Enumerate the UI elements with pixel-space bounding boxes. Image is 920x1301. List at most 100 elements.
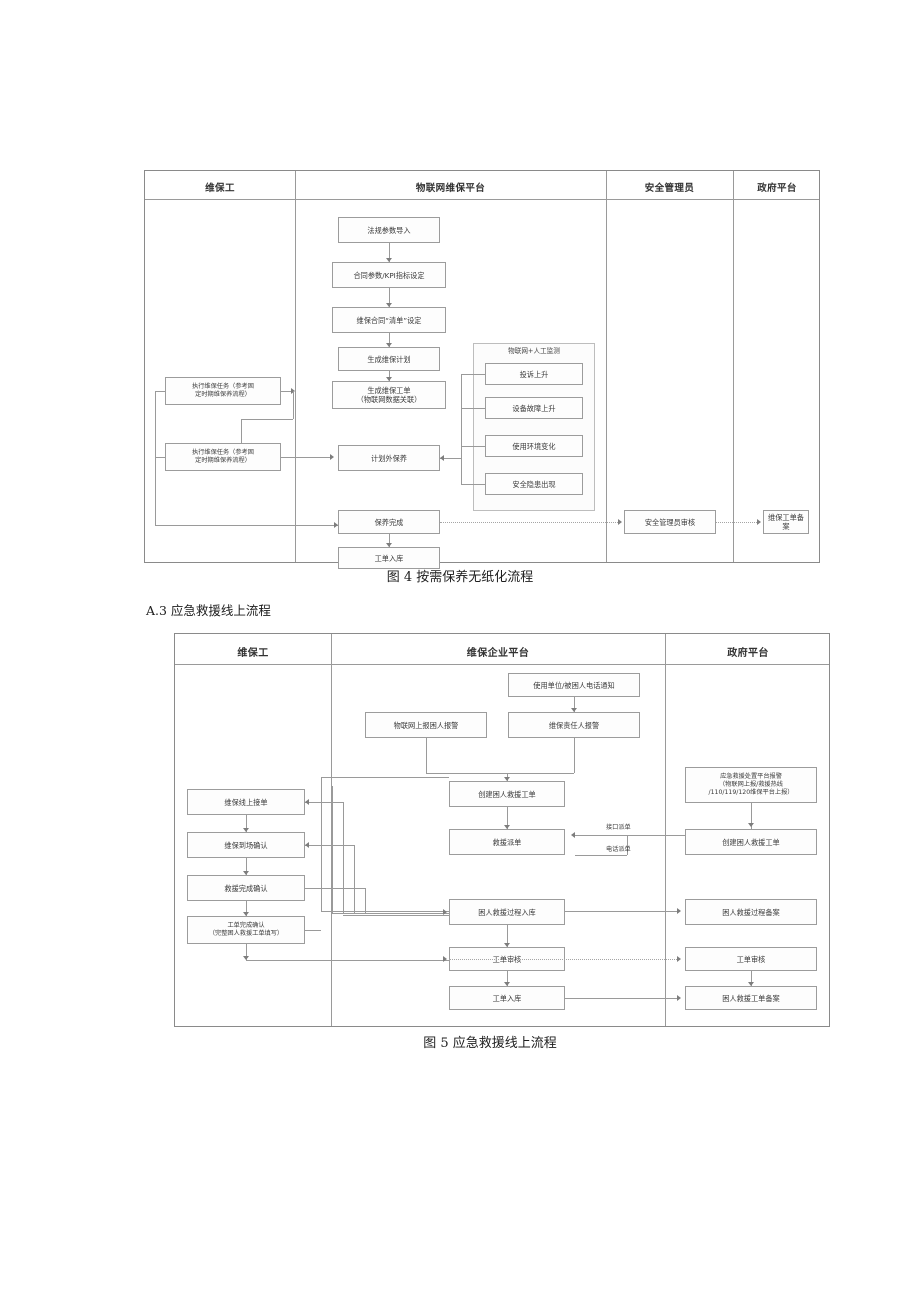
figure4-node-contract-checklist: 维保合同“清单”设定 <box>332 307 446 333</box>
figure4-arrow-n3-n4 <box>386 343 392 347</box>
figure4-complete-to-admin <box>440 522 620 523</box>
figure4-arrow-n1-n2 <box>386 258 392 262</box>
figure5-arrow-create-dispatch <box>504 825 510 829</box>
figure5-arrow-to-create <box>504 777 510 781</box>
figure4-arrow-complete-to-admin <box>618 519 622 525</box>
figure5-rail-rescue-out <box>305 888 365 889</box>
figure5-dispatch-rail-d <box>354 845 355 913</box>
figure4-connector-n7-n8 <box>389 534 390 547</box>
figure4-node-workorder-filing: 维保工单备案 <box>763 510 809 534</box>
figure4-lane-title-3: 政府平台 <box>757 183 797 194</box>
figure4-node-generate-workorder: 生成维保工单 （物联网数据关联） <box>332 381 446 409</box>
figure5-node-person-alarm: 维保责任人报警 <box>508 712 640 738</box>
figure4-arrow-n4-n5 <box>386 377 392 381</box>
figure5-rail-finish-out <box>305 930 321 931</box>
figure4-connector-n2-n3 <box>389 288 390 307</box>
figure4-left-rail-to-complete <box>155 525 338 526</box>
figure4-lane-divider-2 <box>606 171 607 562</box>
figure5-connector-arrive-rescue <box>246 858 247 875</box>
figure4-header-rule <box>145 199 819 200</box>
figure5-lane-title-0: 维保工 <box>237 648 269 659</box>
figure5-lane-divider-1 <box>331 634 332 1026</box>
figure4-group-to-unplanned <box>440 458 461 459</box>
figure5-connector-create-dispatch <box>507 807 508 829</box>
figure5-arrow-into-audit <box>443 956 447 962</box>
figure4-node-execute-task-1: 执行维保任务（参考固 定时期维保养流程） <box>165 377 281 405</box>
figure5-node-accept-order: 维保线上接单 <box>187 789 305 815</box>
figure5-connector-iot-down <box>426 738 427 773</box>
figure5-node-rescue-process: 困人救援过程入库 <box>449 899 565 925</box>
figure5-dispatch-rail-c <box>343 802 344 913</box>
figure5-arrow-process-audit <box>504 943 510 947</box>
figure5-connector-rescue-finish <box>246 901 247 916</box>
figure4-node-env-change: 使用环境变化 <box>485 435 583 457</box>
figure4-task1-drop-h <box>241 419 293 420</box>
figure4-connector-n3-n4 <box>389 333 390 347</box>
figure5-node-arrive-confirm: 维保到场确认 <box>187 832 305 858</box>
figure5-arrow-audit-to-gov <box>677 956 681 962</box>
figure5-arrow-accept-arrive <box>243 828 249 832</box>
figure5-dispatch-rail-e <box>365 888 366 913</box>
figure-4-flowchart: 维保工 物联网维保平台 安全管理员 政府平台 法规参数导入 合同参数/KPI指标… <box>144 170 820 569</box>
figure5-arrow-accept-in <box>305 799 309 805</box>
figure5-node-phone-notify: 使用单位/被困人电话通知 <box>508 673 640 697</box>
figure-5-caption: 图 5 应急救援线上流程 <box>423 1036 557 1051</box>
figure-5-flowchart: 维保工 维保企业平台 政府平台 使用单位/被困人电话通知 物联网上报困人报警 维… <box>174 633 830 1027</box>
figure5-lane-divider-2 <box>665 634 666 1026</box>
figure4-connector-n1-n2 <box>389 243 390 262</box>
figure5-link-process-to-gov <box>565 911 679 912</box>
figure5-arrow-store-to-gov <box>677 995 681 1001</box>
figure4-admin-to-gov <box>716 522 759 523</box>
figure4-lane-divider-1 <box>295 171 296 562</box>
figure5-arrow-interface-dispatch <box>571 832 575 838</box>
figure4-task1-out <box>281 391 293 392</box>
figure5-node-gov-order-filing: 困人救援工单备案 <box>685 986 817 1010</box>
figure4-task2-out <box>281 457 332 458</box>
figure5-arrow-arrive-out <box>305 842 309 848</box>
figure4-left-rail-vertical <box>155 391 156 525</box>
figure5-node-iot-alarm: 物联网上报困人报警 <box>365 712 487 738</box>
figure5-lane-title-1: 维保企业平台 <box>466 648 530 659</box>
figure5-arrow-process-to-gov <box>677 908 681 914</box>
figure4-node-safety-hazard: 安全隐患出现 <box>485 473 583 495</box>
figure5-arrow-arrive-rescue <box>243 871 249 875</box>
figure4-group-rail-g1 <box>461 374 485 375</box>
figure4-node-admin-review: 安全管理员审核 <box>624 510 716 534</box>
figure4-group-rail-g4 <box>461 484 485 485</box>
figure4-task1-drop <box>293 391 294 419</box>
figure5-arrow-rescue-finish <box>243 912 249 916</box>
figure5-node-rescue-confirm: 救援完成确认 <box>187 875 305 901</box>
figure4-node-maint-complete: 保养完成 <box>338 510 440 534</box>
figure4-node-regulation-import: 法规参数导入 <box>338 217 440 243</box>
figure4-node-generate-plan: 生成维保计划 <box>338 347 440 371</box>
figure4-lane-title-0: 维保工 <box>205 183 235 194</box>
figure4-arrow-n2-n3 <box>386 303 392 307</box>
figure5-rail-arrive-out <box>305 845 354 846</box>
figure5-header-rule <box>175 664 829 665</box>
figure5-rail-top-to-dispatch <box>321 777 449 778</box>
figure5-link-audit-to-gov <box>449 959 679 960</box>
figure5-rail-to-process-c <box>343 915 449 916</box>
figure4-group-rail-g3 <box>461 446 485 447</box>
figure5-node-dispatch: 救援派单 <box>449 829 565 855</box>
figure4-node-contract-kpi: 合同参数/KPI指标设定 <box>332 262 446 288</box>
figure5-node-gov-order-audit: 工单审核 <box>685 947 817 971</box>
figure5-arrow-gov-audit-file <box>748 982 754 986</box>
figure5-connector-accept-arrive <box>246 815 247 832</box>
figure4-left-rail-to-task1 <box>155 391 165 392</box>
figure4-node-complaints-rise: 投诉上升 <box>485 363 583 385</box>
figure4-node-unplanned-maint: 计划外保养 <box>338 445 440 471</box>
figure4-task1-drop-v2 <box>241 419 242 443</box>
figure5-lane-title-2: 政府平台 <box>727 648 769 659</box>
figure5-node-order-store: 工单入库 <box>449 986 565 1010</box>
figure4-arrow-n7-n8 <box>386 543 392 547</box>
figure5-dispatch-rail-a <box>321 777 322 911</box>
figure5-rail-to-audit <box>246 960 449 961</box>
figure5-link-store-to-gov <box>565 998 679 999</box>
figure4-group-rail-g2 <box>461 408 485 409</box>
figure4-group-rail <box>461 374 462 484</box>
figure4-lane-divider-3 <box>733 171 734 562</box>
figure5-connector-finish-down <box>246 944 247 960</box>
figure5-node-gov-create-order: 创建困人救援工单 <box>685 829 817 855</box>
figure5-connector-process-audit <box>507 925 508 947</box>
